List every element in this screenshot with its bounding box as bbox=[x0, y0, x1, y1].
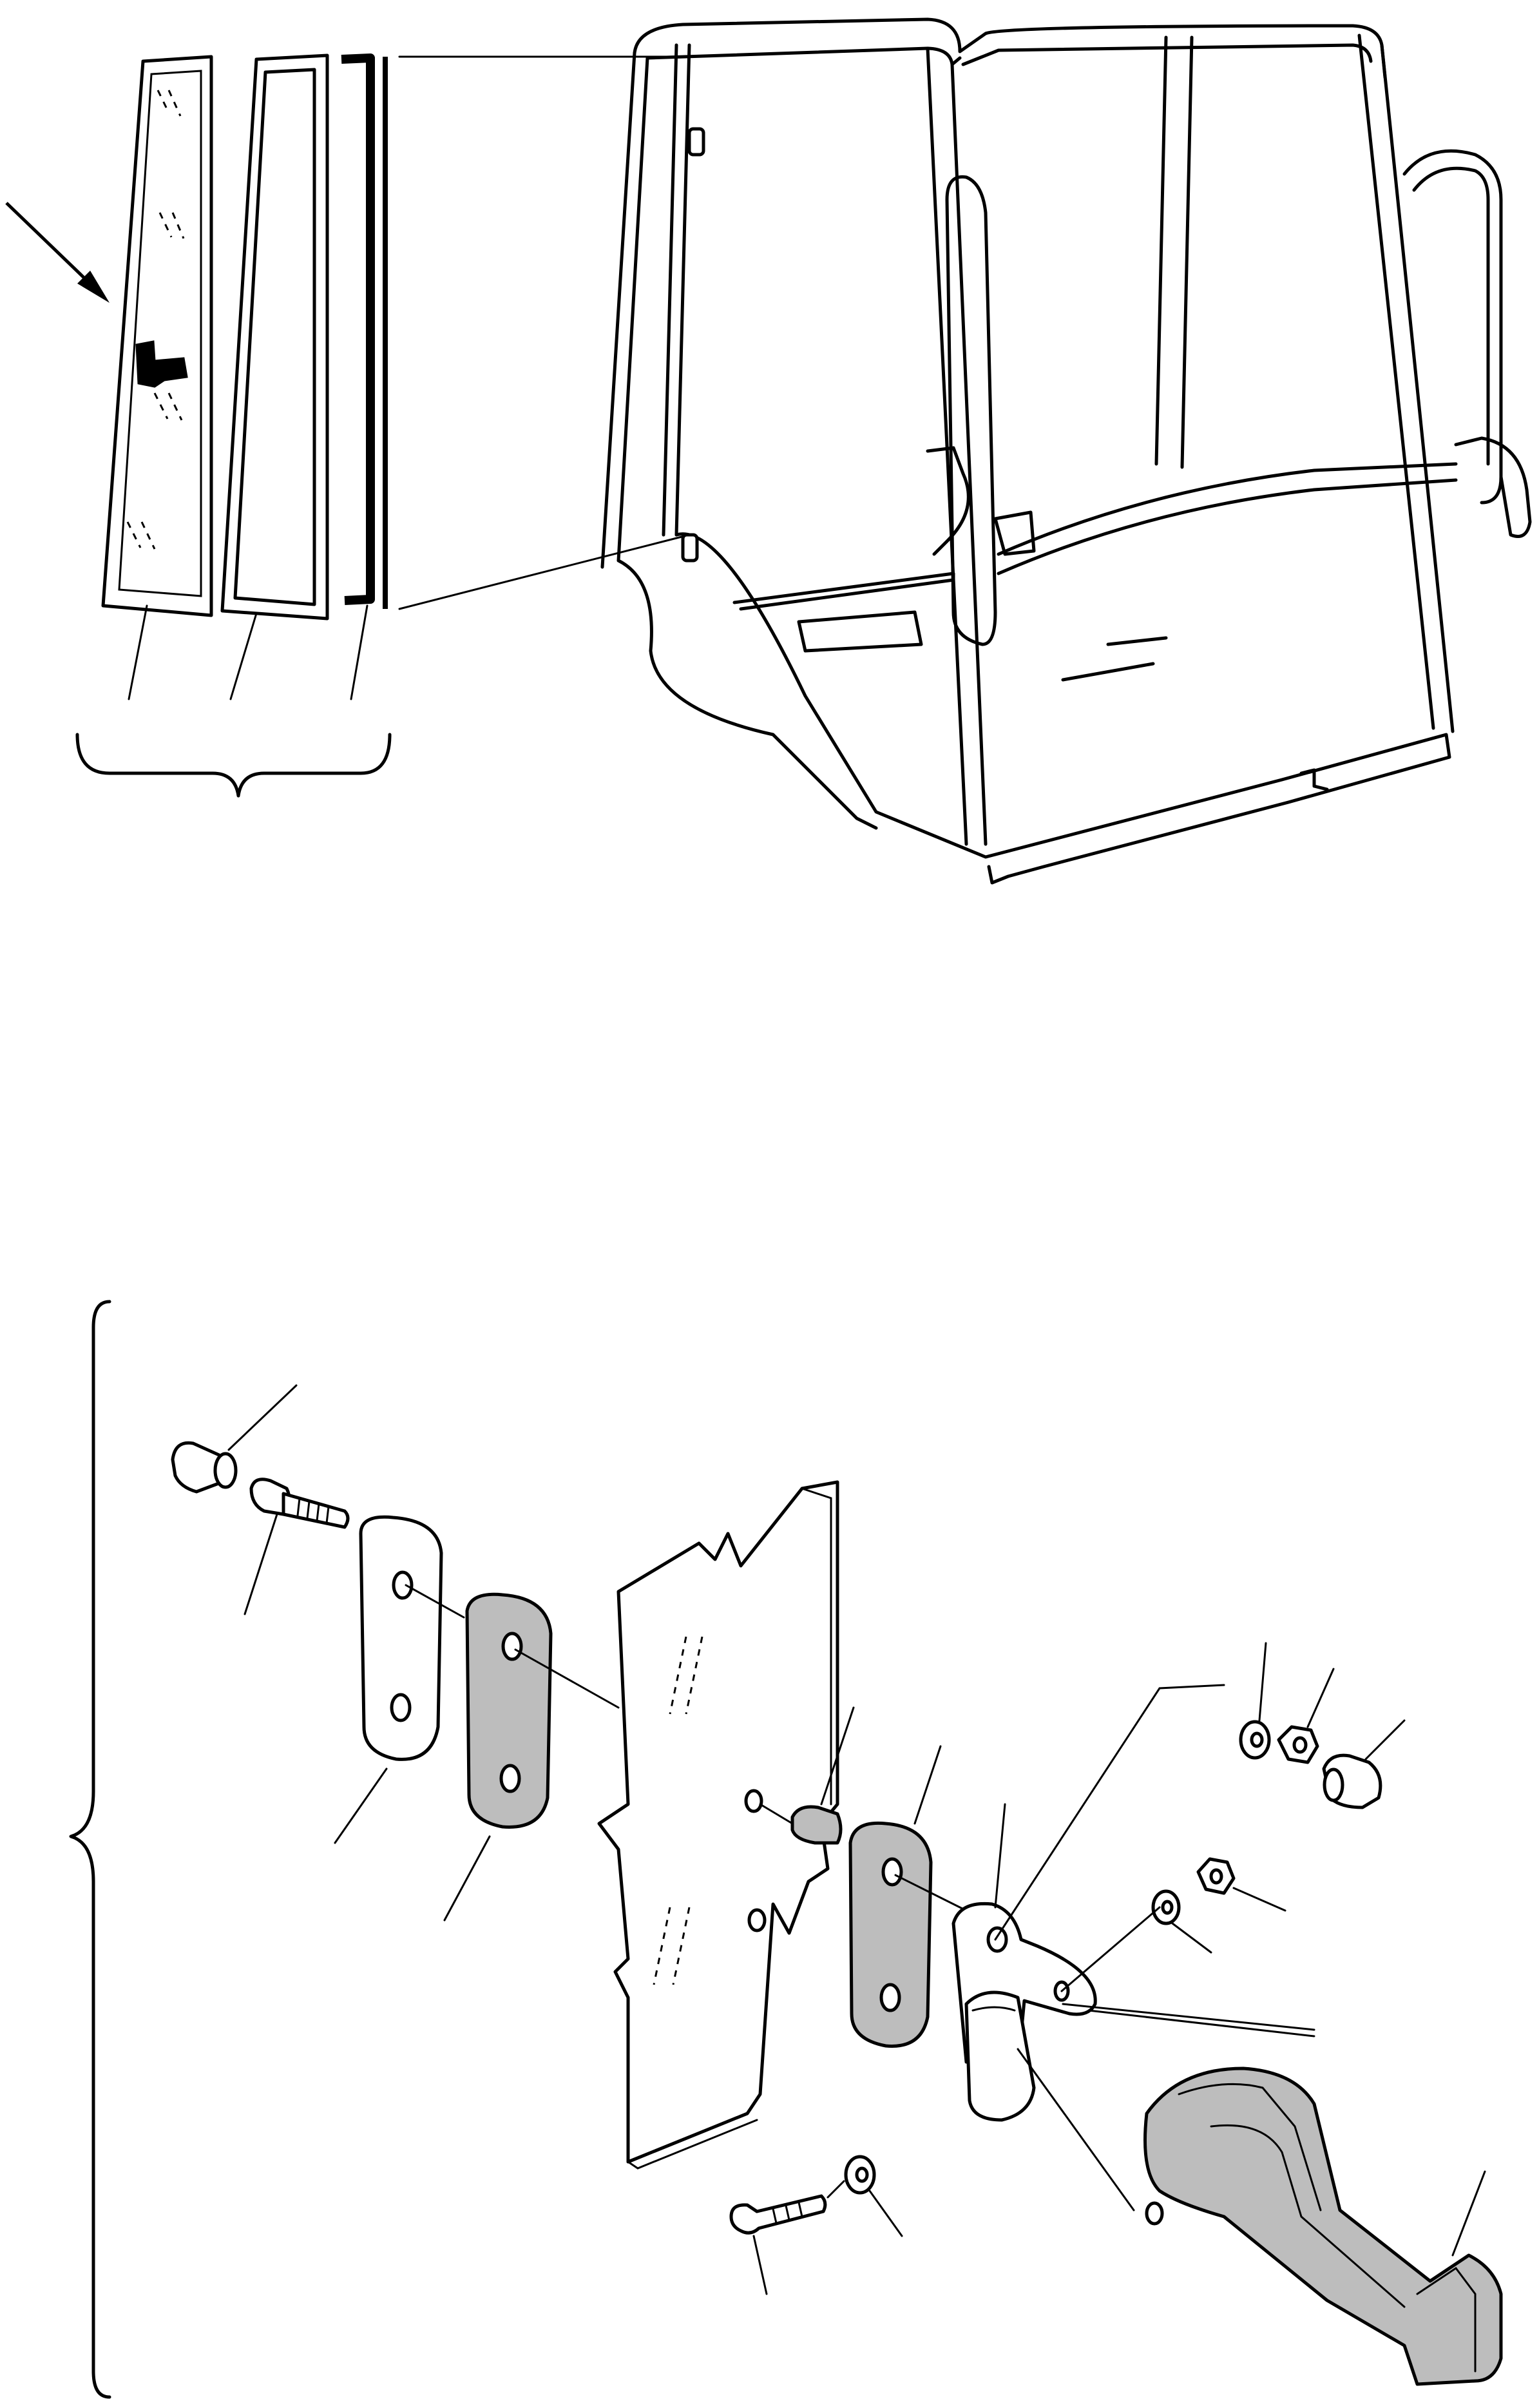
hex-nut-upper bbox=[1277, 1668, 1335, 1764]
gasket-plate bbox=[443, 1592, 620, 1922]
washer bbox=[827, 2155, 903, 2237]
inner-gasket-plate bbox=[848, 1745, 968, 2048]
cap-nut-right bbox=[1322, 1719, 1406, 1809]
hex-nut-lower bbox=[1196, 1857, 1286, 1912]
washer-lower bbox=[1151, 1889, 1212, 1954]
bolt bbox=[244, 1478, 350, 1615]
group-brace bbox=[75, 733, 392, 798]
window-seal bbox=[341, 53, 388, 609]
spacer bbox=[759, 1706, 855, 1845]
latch-handle-icon bbox=[135, 340, 188, 388]
leader-lines-bottom bbox=[994, 1684, 1315, 2211]
outer-plate bbox=[334, 1515, 465, 1844]
glass-panel bbox=[101, 55, 213, 617]
latch-knob bbox=[964, 1990, 1036, 2122]
screw bbox=[729, 2194, 827, 2295]
leader-lines-top bbox=[128, 55, 691, 700]
window-frame bbox=[220, 53, 329, 621]
cab-frame bbox=[600, 17, 1532, 885]
pointer-arrow bbox=[5, 202, 110, 303]
cap-nut bbox=[171, 1384, 298, 1494]
handle-arm bbox=[1143, 2066, 1503, 2386]
assembly-brace bbox=[69, 1300, 111, 2399]
washer-upper bbox=[1239, 1642, 1271, 1760]
glass-section bbox=[597, 1480, 839, 2170]
